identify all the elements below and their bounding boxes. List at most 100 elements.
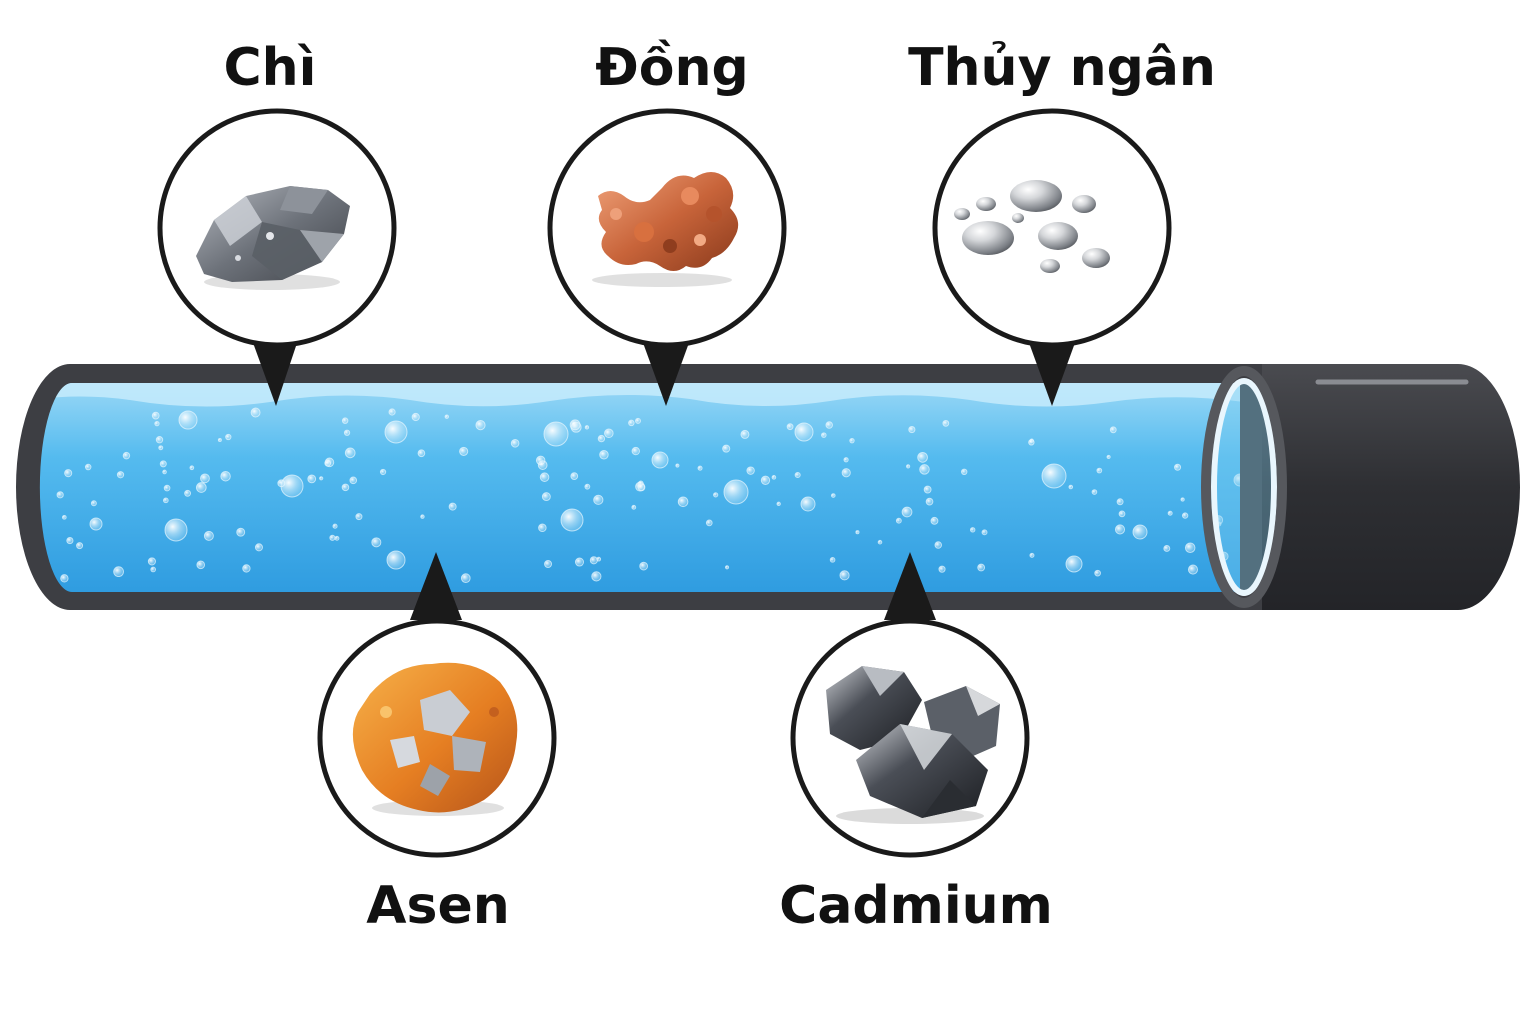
water-bubble — [705, 519, 713, 527]
water-bubble — [631, 504, 637, 510]
mercury-drop — [1010, 180, 1062, 212]
water-bubble — [510, 438, 520, 448]
water-bubble — [448, 502, 457, 511]
water-bubble — [1068, 484, 1074, 490]
pointer-cadmium — [884, 552, 936, 620]
water-bubble — [901, 506, 913, 518]
pointer-arsenic — [410, 552, 462, 620]
water-bubble — [537, 460, 548, 470]
water-bubble — [379, 468, 387, 476]
water-bubble — [841, 468, 851, 478]
water-bubble — [220, 470, 231, 482]
water-bubble — [64, 469, 73, 478]
water-bubble — [1167, 510, 1173, 516]
water-bubble — [746, 466, 755, 475]
water-bubble — [217, 437, 222, 442]
water — [39, 383, 1241, 592]
water-bubble — [930, 516, 939, 525]
copper-mineral-image — [592, 172, 739, 287]
water-bubble — [1096, 467, 1103, 474]
pipe-glass-rim — [1211, 378, 1277, 596]
water-bubble — [1132, 524, 1148, 540]
water-bubble — [541, 492, 551, 502]
water-bubble — [584, 483, 591, 490]
water-bubble — [61, 514, 67, 520]
water-bubble — [155, 436, 164, 444]
water-bubble — [593, 494, 604, 505]
water-bubble — [543, 421, 569, 447]
water-bubble — [1029, 552, 1035, 558]
label-mercury: Thủy ngân — [908, 38, 1216, 98]
water-bubble — [839, 570, 850, 581]
water-bubble — [1094, 569, 1101, 577]
water-bubble — [1181, 512, 1189, 519]
water-bubble — [184, 489, 192, 497]
water-bubble — [254, 543, 263, 552]
water-bubble — [332, 523, 338, 529]
water-bubble — [919, 464, 930, 475]
water-bubble — [459, 446, 469, 456]
water-bubble — [877, 539, 883, 545]
water-bubble — [794, 471, 801, 479]
water-bubble — [324, 459, 332, 467]
water-bubble — [760, 475, 771, 485]
water-bubble — [1184, 542, 1196, 554]
water-bubble — [1180, 497, 1185, 502]
water-bubble — [969, 527, 976, 533]
label-copper: Đồng — [595, 38, 749, 98]
water-bubble — [147, 557, 156, 566]
water-bubble — [84, 463, 92, 471]
water-bubble — [584, 425, 590, 430]
water-bubble — [938, 565, 946, 573]
water-bubble — [591, 571, 602, 582]
water-bubble — [250, 407, 261, 418]
water-bubble — [639, 561, 649, 571]
water-bubble — [341, 483, 350, 492]
water-bubble — [122, 451, 131, 460]
water-bubble — [1114, 524, 1126, 535]
water-bubble — [66, 536, 74, 545]
pointer-copper — [642, 340, 690, 406]
water-bubble — [942, 419, 950, 427]
water-bubble — [158, 445, 164, 451]
water-bubble — [116, 471, 125, 479]
water-bubble — [277, 479, 286, 488]
water-bubble — [1233, 473, 1241, 487]
water-bubble — [1116, 498, 1124, 506]
water-bubble — [925, 497, 934, 506]
water-bubble — [411, 412, 420, 422]
water-bubble — [821, 432, 827, 438]
water-bubble — [740, 429, 750, 439]
water-bubble — [344, 447, 356, 459]
pipe-end-cap — [1262, 364, 1520, 610]
water-bubble — [164, 518, 188, 542]
water-bubble — [697, 465, 703, 471]
lead-mineral-image — [196, 186, 350, 290]
water-bubble — [236, 527, 246, 537]
water-bubble — [908, 425, 916, 434]
water-bubble — [1028, 439, 1035, 446]
water-bubble — [90, 500, 97, 507]
water-bubble — [1174, 463, 1182, 471]
water-bubble — [934, 541, 942, 549]
water-bubble — [1163, 545, 1171, 552]
water-bubble — [162, 469, 167, 475]
water-bubble — [604, 428, 614, 439]
water-bubble — [154, 420, 160, 427]
water-bubble — [113, 566, 124, 578]
water-bubble — [906, 464, 911, 469]
mercury-drop — [1082, 248, 1110, 268]
water-pipe — [16, 364, 1520, 610]
water-bubble — [189, 465, 195, 471]
water-bubble — [444, 414, 450, 419]
water-bubble — [599, 449, 609, 460]
water-bubble — [349, 476, 358, 485]
water-bubble — [341, 417, 349, 424]
arsenic-mineral-image — [352, 662, 518, 816]
water-bubble — [539, 472, 550, 482]
mercury-drop — [1038, 222, 1078, 250]
water-bubble — [196, 560, 206, 570]
water-bubble — [776, 501, 781, 507]
water-bubble — [242, 564, 251, 573]
